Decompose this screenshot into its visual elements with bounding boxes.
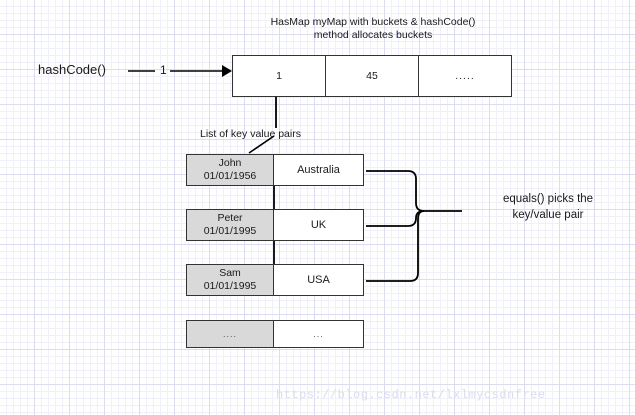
pair-key-date-2: 01/01/1995 [203,280,257,292]
pair-row-3: .... ... [186,320,364,348]
hash-value-label: 1 [160,63,167,77]
pair-key-name-2: Sam [219,267,241,279]
bucket-cell-0: 1 [233,56,326,96]
diagram-title: HasMap myMap with buckets & hashCode() m… [270,16,476,41]
hashcode-label: hashCode() [38,62,106,77]
pair-value-1: UK [274,209,364,241]
equals-branch-bottom [366,210,425,282]
pair-row-0: John 01/01/1956 Australia [186,154,364,186]
pair-key-2: Sam 01/01/1995 [186,264,274,296]
equals-annotation-label: equals() picks the key/value pair [502,193,594,221]
pair-value-2: USA [274,264,364,296]
pair-row-1: Peter 01/01/1995 UK [186,209,364,241]
pair-key-name-0: John [218,157,242,169]
list-of-key-value-pairs-label: List of key value pairs [200,128,301,140]
hashcode-arrowhead [222,65,232,77]
pair-key-1: Peter 01/01/1995 [186,209,274,241]
pair-row-2: Sam 01/01/1995 USA [186,264,364,296]
pair-value-0: Australia [274,154,364,186]
watermark: https://blog.csdn.net/lxlmycsdnfree [276,388,546,402]
pair-key-3: .... [186,320,274,348]
pair-key-name-3: .... [222,328,237,339]
pair-key-0: John 01/01/1956 [186,154,274,186]
pair-key-name-1: Peter [217,212,243,224]
equals-branch-top [366,170,425,212]
pair-value-3: ... [274,320,364,348]
bucket-cell-1: 45 [326,56,419,96]
bucket-array: 1 45 ..... [232,55,512,97]
bucket-cell-2: ..... [455,70,475,82]
equals-branch-middle [366,210,425,227]
pair-key-date-1: 01/01/1995 [203,225,257,237]
pair-key-date-0: 01/01/1956 [203,170,257,182]
